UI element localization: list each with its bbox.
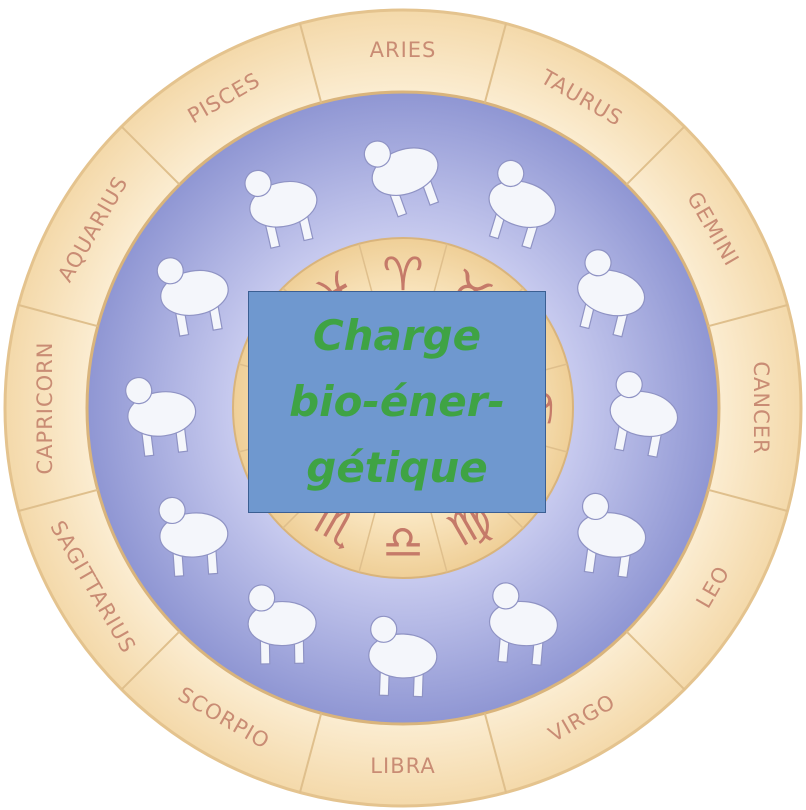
overlay-line-2: bio-éner-	[289, 369, 505, 435]
sign-name-cancer: CANCER	[749, 361, 773, 454]
glyph-libra: ♎	[382, 515, 423, 569]
overlay-line-1: Charge	[313, 303, 481, 369]
title-overlay: Charge bio-éner- gétique	[248, 291, 546, 513]
overlay-line-3: gétique	[306, 435, 487, 501]
sign-name-capricorn: CAPRICORN	[33, 342, 57, 475]
sign-name-libra: LIBRA	[370, 754, 435, 778]
sign-name-aries: ARIES	[370, 38, 437, 62]
